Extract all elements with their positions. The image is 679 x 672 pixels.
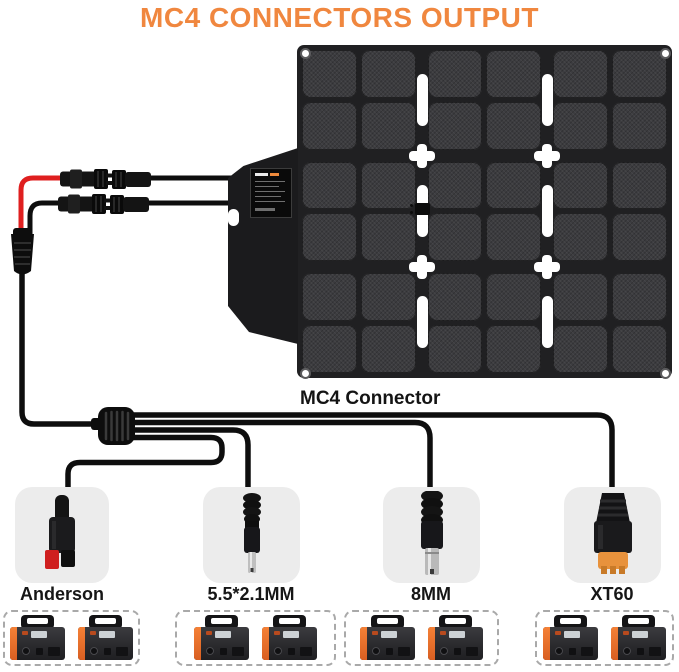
panel-section — [427, 161, 542, 262]
cable-to-xt60 — [130, 412, 615, 490]
power-station-group-5521 — [175, 610, 336, 666]
anderson-plug-icon — [45, 495, 75, 569]
solar-cell — [612, 213, 667, 262]
solar-cell — [612, 50, 667, 98]
four-way-splitter — [91, 407, 135, 445]
panel-cable-latch — [410, 203, 430, 215]
flap-slot — [228, 209, 239, 226]
power-station-group-xt60 — [535, 610, 674, 666]
solar-cell — [553, 213, 609, 262]
panel-slot — [541, 74, 553, 126]
solar-cell — [360, 161, 416, 210]
panel-eyelet — [300, 48, 311, 59]
solar-cell — [360, 325, 416, 373]
solar-cell — [486, 325, 542, 373]
solar-cell — [427, 213, 483, 262]
panel-section — [427, 273, 542, 373]
red-cable — [18, 175, 62, 240]
power-station — [611, 615, 666, 660]
page-title: MC4 CONNECTORS OUTPUT — [140, 2, 539, 33]
cable-to-8mm — [130, 419, 433, 490]
output-box-xt60 — [564, 487, 661, 583]
power-station — [78, 615, 133, 660]
output-box-anderson — [15, 487, 109, 583]
output-box-8mm — [383, 487, 480, 583]
solar-cell — [486, 273, 542, 322]
solar-cell — [612, 273, 667, 322]
black-cable — [27, 200, 60, 242]
mc4-male-connector-icon — [104, 195, 149, 214]
solar-cell — [302, 213, 357, 262]
output-box-5521 — [203, 487, 300, 583]
label-5521: 5.5*2.1MM — [207, 584, 295, 604]
label-anderson: Anderson — [19, 584, 104, 604]
solar-cell — [486, 50, 542, 98]
label-xt60: XT60 — [590, 584, 634, 604]
solar-cell — [302, 101, 357, 150]
solar-cell — [427, 325, 483, 373]
cable-to-anderson — [65, 434, 225, 490]
solar-cell — [360, 213, 416, 262]
solar-cell — [427, 50, 483, 98]
solar-cell — [553, 273, 609, 322]
panel-eyelet — [660, 48, 671, 59]
solar-cell — [553, 101, 609, 150]
solar-cell — [612, 325, 667, 373]
solar-cell — [553, 325, 609, 373]
dc-5521-plug-icon — [242, 493, 261, 573]
spec-label — [250, 168, 292, 218]
panel-eyelet — [660, 368, 671, 379]
power-station — [262, 615, 317, 660]
solar-cell — [360, 101, 416, 150]
power-station — [10, 615, 65, 660]
panel-section — [302, 50, 416, 150]
panel-section — [427, 50, 542, 150]
power-station — [428, 615, 483, 660]
power-station — [543, 615, 598, 660]
panel-slot — [416, 296, 428, 348]
solar-cell — [360, 273, 416, 322]
solar-cell — [553, 161, 609, 210]
panel-section — [553, 50, 667, 150]
panel-slot — [416, 74, 428, 126]
solar-cell — [427, 101, 483, 150]
power-station-group-8mm — [344, 610, 499, 666]
solar-cell — [427, 273, 483, 322]
panel-slot — [541, 185, 553, 237]
solar-cell — [302, 273, 357, 322]
solar-cell — [360, 50, 416, 98]
mc4-female-connector-icon — [60, 169, 108, 189]
power-station-group-anderson — [3, 610, 140, 666]
panel-section — [553, 273, 667, 373]
solar-cell — [486, 101, 542, 150]
mc4-connector-label: MC4 Connector — [300, 388, 441, 409]
panel-slot — [541, 296, 553, 348]
solar-panel — [297, 45, 672, 378]
cable-to-5521 — [130, 427, 251, 490]
panel-eyelet — [300, 368, 311, 379]
mc4-male-connector-icon — [106, 170, 151, 189]
power-station — [194, 615, 249, 660]
dc-8mm-plug-icon — [420, 491, 443, 575]
mc4-female-connector-icon — [58, 194, 106, 214]
panel-section — [553, 161, 667, 262]
solar-cell — [302, 325, 357, 373]
xt60-plug-icon — [593, 493, 632, 574]
panel-section — [302, 273, 416, 373]
solar-cell — [612, 161, 667, 210]
solar-cell — [302, 161, 357, 210]
solar-cell — [612, 101, 667, 150]
solar-cell — [553, 50, 609, 98]
power-station — [360, 615, 415, 660]
solar-cell — [486, 161, 542, 210]
solar-cell — [427, 161, 483, 210]
label-8mm: 8MM — [411, 584, 451, 604]
y-junction-boot — [11, 228, 34, 275]
main-cable — [19, 264, 102, 427]
solar-cell — [302, 50, 357, 98]
solar-cell — [486, 213, 542, 262]
panel-section — [302, 161, 416, 262]
solar-panel-flap — [228, 148, 298, 344]
